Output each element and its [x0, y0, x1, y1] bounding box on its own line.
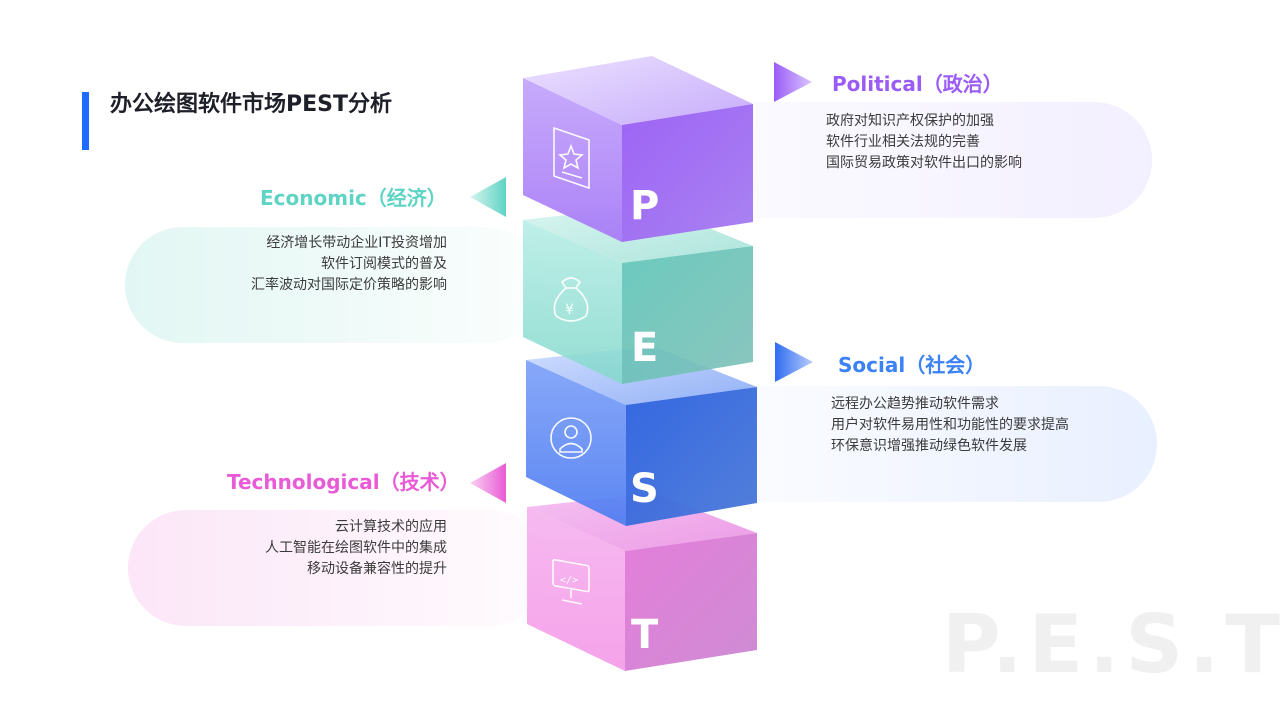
letter-p: P [630, 183, 659, 229]
svg-text:¥: ¥ [565, 302, 574, 318]
technological-block: </> T [527, 493, 757, 671]
svg-text:</>: </> [560, 575, 578, 586]
political-arrow-icon [774, 62, 812, 102]
political-heading: Political（政治） [832, 72, 1003, 96]
technological-point: 云计算技术的应用 [335, 519, 447, 535]
social-point: 用户对软件易用性和功能性的要求提高 [831, 417, 1069, 433]
technological-points: 云计算技术的应用 人工智能在绘图软件中的集成 移动设备兼容性的提升 [265, 517, 447, 580]
social-points: 远程办公趋势推动软件需求 用户对软件易用性和功能性的要求提高 环保意识增强推动绿… [831, 394, 1069, 457]
star-certificate-icon [553, 126, 590, 190]
code-monitor-icon: </> [552, 559, 590, 605]
political-panel [700, 102, 1152, 218]
social-panel [705, 386, 1157, 502]
economic-arrow-icon [470, 177, 506, 217]
economic-heading: Economic（经济） [260, 186, 447, 210]
social-heading: Social（社会） [838, 353, 986, 377]
economic-point: 经济增长带动企业IT投资增加 [266, 235, 447, 251]
user-circle-icon [550, 417, 592, 459]
economic-point: 软件订阅模式的普及 [321, 256, 447, 272]
technological-arrow-icon [470, 463, 506, 503]
technological-heading: Technological（技术） [227, 470, 460, 494]
political-points: 政府对知识产权保护的加强 软件行业相关法规的完善 国际贸易政策对软件出口的影响 [826, 111, 1022, 174]
social-arrow-icon [775, 342, 813, 382]
letter-e: E [631, 325, 658, 371]
watermark: P.E.S.T. [942, 598, 1280, 691]
political-point: 国际贸易政策对软件出口的影响 [826, 155, 1022, 171]
letter-s: S [630, 466, 659, 512]
political-point: 软件行业相关法规的完善 [826, 134, 980, 150]
economic-point: 汇率波动对国际定价策略的影响 [251, 277, 447, 293]
economic-panel [125, 227, 545, 343]
money-bag-icon: ¥ [553, 277, 589, 322]
political-block: P [523, 56, 753, 242]
technological-point: 人工智能在绘图软件中的集成 [265, 540, 447, 556]
social-point: 环保意识增强推动绿色软件发展 [831, 438, 1027, 454]
page-title: 办公绘图软件市场PEST分析 [110, 92, 393, 117]
title-accent-bar [82, 92, 89, 150]
political-point: 政府对知识产权保护的加强 [826, 113, 994, 129]
social-point: 远程办公趋势推动软件需求 [831, 396, 999, 412]
technological-point: 移动设备兼容性的提升 [307, 561, 447, 577]
letter-t: T [631, 612, 659, 658]
economic-points: 经济增长带动企业IT投资增加 软件订阅模式的普及 汇率波动对国际定价策略的影响 [251, 233, 447, 296]
technological-panel [128, 510, 548, 626]
